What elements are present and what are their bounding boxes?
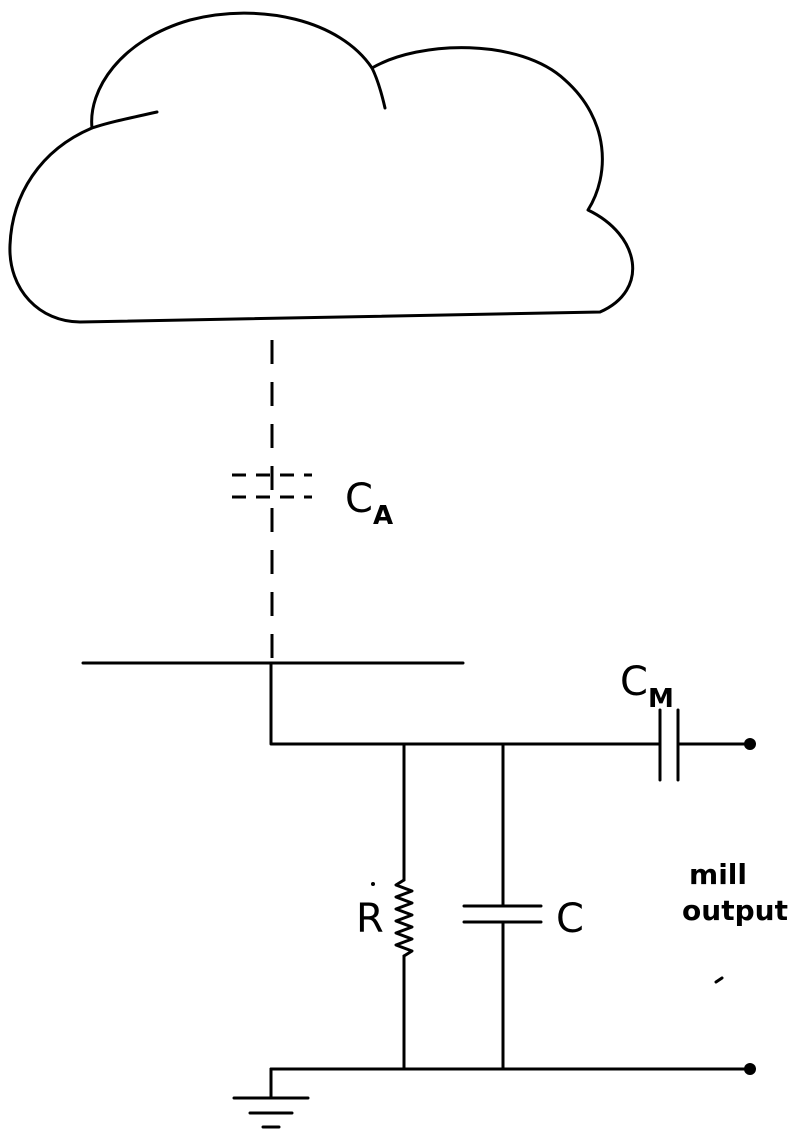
mill-capacitor-label: CM	[620, 659, 674, 714]
antenna-capacitor-label: CA	[345, 476, 393, 531]
output-label-line2: output	[682, 894, 788, 927]
output-terminal-bottom	[744, 1063, 756, 1075]
resistor-symbol	[394, 742, 414, 1071]
signal-wire	[269, 661, 662, 746]
ground-icon	[232, 1096, 310, 1129]
resistor-label: R	[356, 896, 384, 942]
capacitor-symbol	[462, 742, 543, 1071]
output-label-line1: mill	[689, 858, 747, 891]
cloud-shape	[8, 11, 635, 324]
speck	[371, 882, 375, 886]
capacitor-label: C	[556, 896, 584, 942]
mill-capacitor-symbol	[658, 708, 680, 782]
antenna-capacitor-symbol	[232, 473, 312, 499]
speck	[714, 976, 724, 984]
output-terminal-top	[744, 738, 756, 750]
